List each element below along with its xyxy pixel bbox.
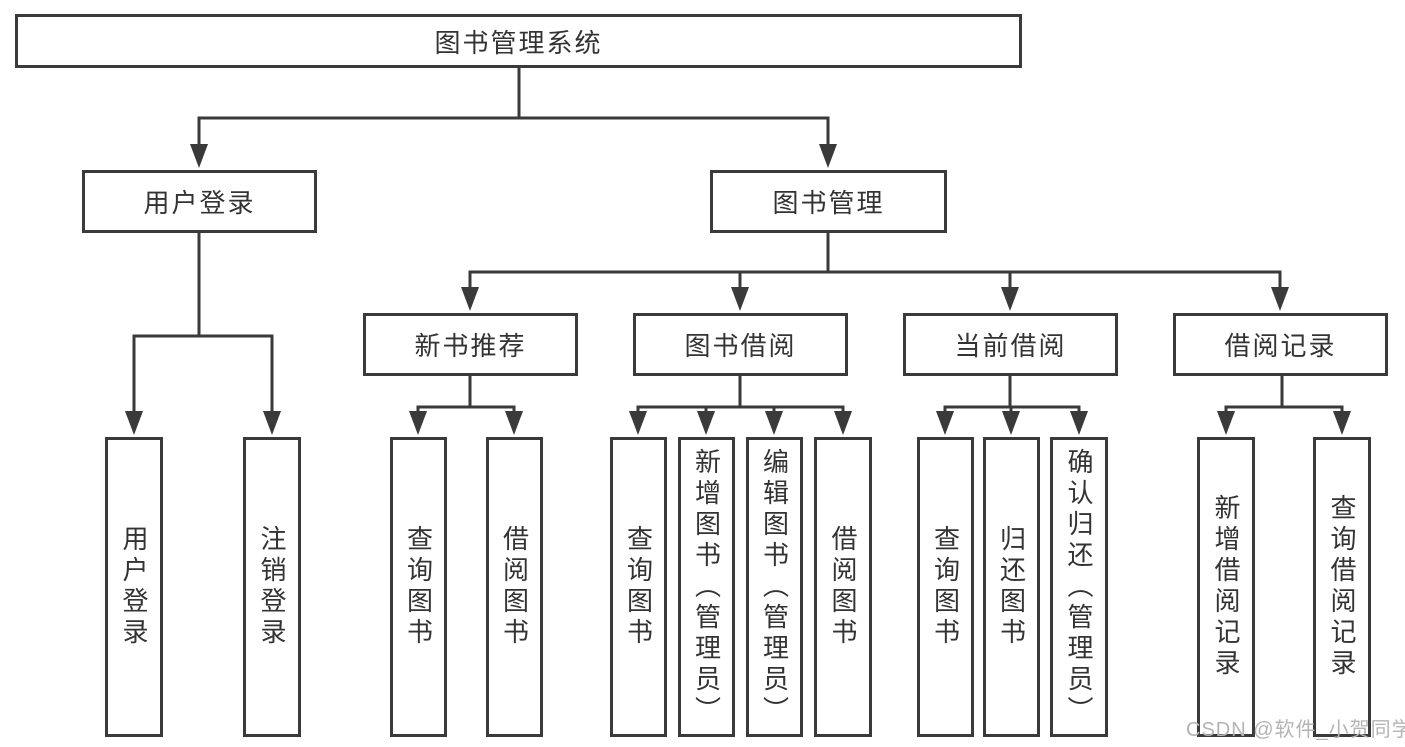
leaf-edit-books-admin: 编辑图书（管理员） <box>746 437 803 737</box>
leaf-label: 查询借阅记录 <box>1327 494 1357 680</box>
leaf-label: 编辑图书（管理员） <box>759 447 790 727</box>
leaf-label: 查询图书 <box>930 525 961 649</box>
leaf-add-borrow-record: 新增借阅记录 <box>1197 437 1255 737</box>
node-label: 图书管理 <box>772 188 885 218</box>
arrowhead <box>190 144 208 168</box>
leaf-add-books-admin: 新增图书（管理员） <box>678 437 735 737</box>
node-new-book-recommend: 新书推荐 <box>363 313 578 376</box>
arrowhead <box>765 411 783 435</box>
node-book-borrowing: 图书借阅 <box>633 313 848 376</box>
leaf-logout: 注销登录 <box>243 437 301 737</box>
arrowhead <box>505 411 523 435</box>
leaf-query-borrow-record: 查询借阅记录 <box>1313 437 1371 737</box>
node-library-management-system: 图书管理系统 <box>15 14 1022 68</box>
arrowhead <box>1217 411 1235 435</box>
leaf-borrow-books: 借阅图书 <box>814 437 872 737</box>
watermark-text: CSDN @软件_小贺同学 <box>1186 719 1405 741</box>
arrowhead <box>1070 411 1088 435</box>
arrowhead <box>409 411 427 435</box>
arrowhead <box>1001 287 1019 311</box>
leaf-query-books: 查询图书 <box>610 437 667 737</box>
connector-userlogin-rail <box>132 334 274 413</box>
arrowhead <box>1002 411 1020 435</box>
arrowhead <box>834 411 852 435</box>
node-borrowing-records: 借阅记录 <box>1173 313 1388 376</box>
leaf-query-books: 查询图书 <box>390 437 447 737</box>
arrowhead <box>1271 287 1289 311</box>
node-label: 用户登录 <box>143 188 256 218</box>
leaf-label: 查询图书 <box>403 525 434 649</box>
node-label: 图书借阅 <box>684 331 797 361</box>
leaf-confirm-return-admin: 确认归还（管理员） <box>1050 437 1108 737</box>
arrowhead <box>125 411 143 435</box>
leaf-label: 归还图书 <box>996 525 1027 649</box>
leaf-borrow-books: 借阅图书 <box>486 437 543 737</box>
node-label: 当前借阅 <box>954 331 1067 361</box>
leaf-label: 确认归还（管理员） <box>1064 447 1094 727</box>
connector-level2-rail <box>197 116 830 146</box>
leaf-label: 查询图书 <box>623 525 654 649</box>
connector-borrow-rail <box>636 405 845 412</box>
arrowhead <box>629 411 647 435</box>
node-book-management-branch: 图书管理 <box>710 170 947 233</box>
node-current-borrowing: 当前借阅 <box>903 313 1118 376</box>
leaf-user-login: 用户登录 <box>105 437 163 737</box>
csdn-watermark: CSDN @软件_小贺同学 <box>1186 713 1405 742</box>
connector-records-rail <box>1224 405 1344 412</box>
arrowhead <box>819 144 837 168</box>
leaf-label: 新增图书（管理员） <box>691 447 722 727</box>
arrowhead <box>263 411 281 435</box>
node-label: 图书管理系统 <box>434 27 603 58</box>
leaf-label: 用户登录 <box>119 525 149 649</box>
leaf-label: 借阅图书 <box>828 525 858 649</box>
arrowhead <box>936 411 954 435</box>
leaf-label: 注销登录 <box>257 525 287 649</box>
arrowhead <box>461 287 479 311</box>
node-label: 新书推荐 <box>414 331 527 361</box>
leaf-label: 新增借阅记录 <box>1211 494 1241 680</box>
leaf-query-books: 查询图书 <box>917 437 974 737</box>
connector-newbook-rail <box>416 405 516 412</box>
arrowhead <box>697 411 715 435</box>
arrowhead <box>731 287 749 311</box>
leaf-return-books: 归还图书 <box>983 437 1040 737</box>
node-label: 借阅记录 <box>1224 331 1337 361</box>
connector-modules-rail <box>468 270 1282 289</box>
arrowheads <box>125 144 1351 435</box>
node-user-login-branch: 用户登录 <box>82 170 317 233</box>
arrowhead <box>1333 411 1351 435</box>
leaf-label: 借阅图书 <box>499 525 530 649</box>
